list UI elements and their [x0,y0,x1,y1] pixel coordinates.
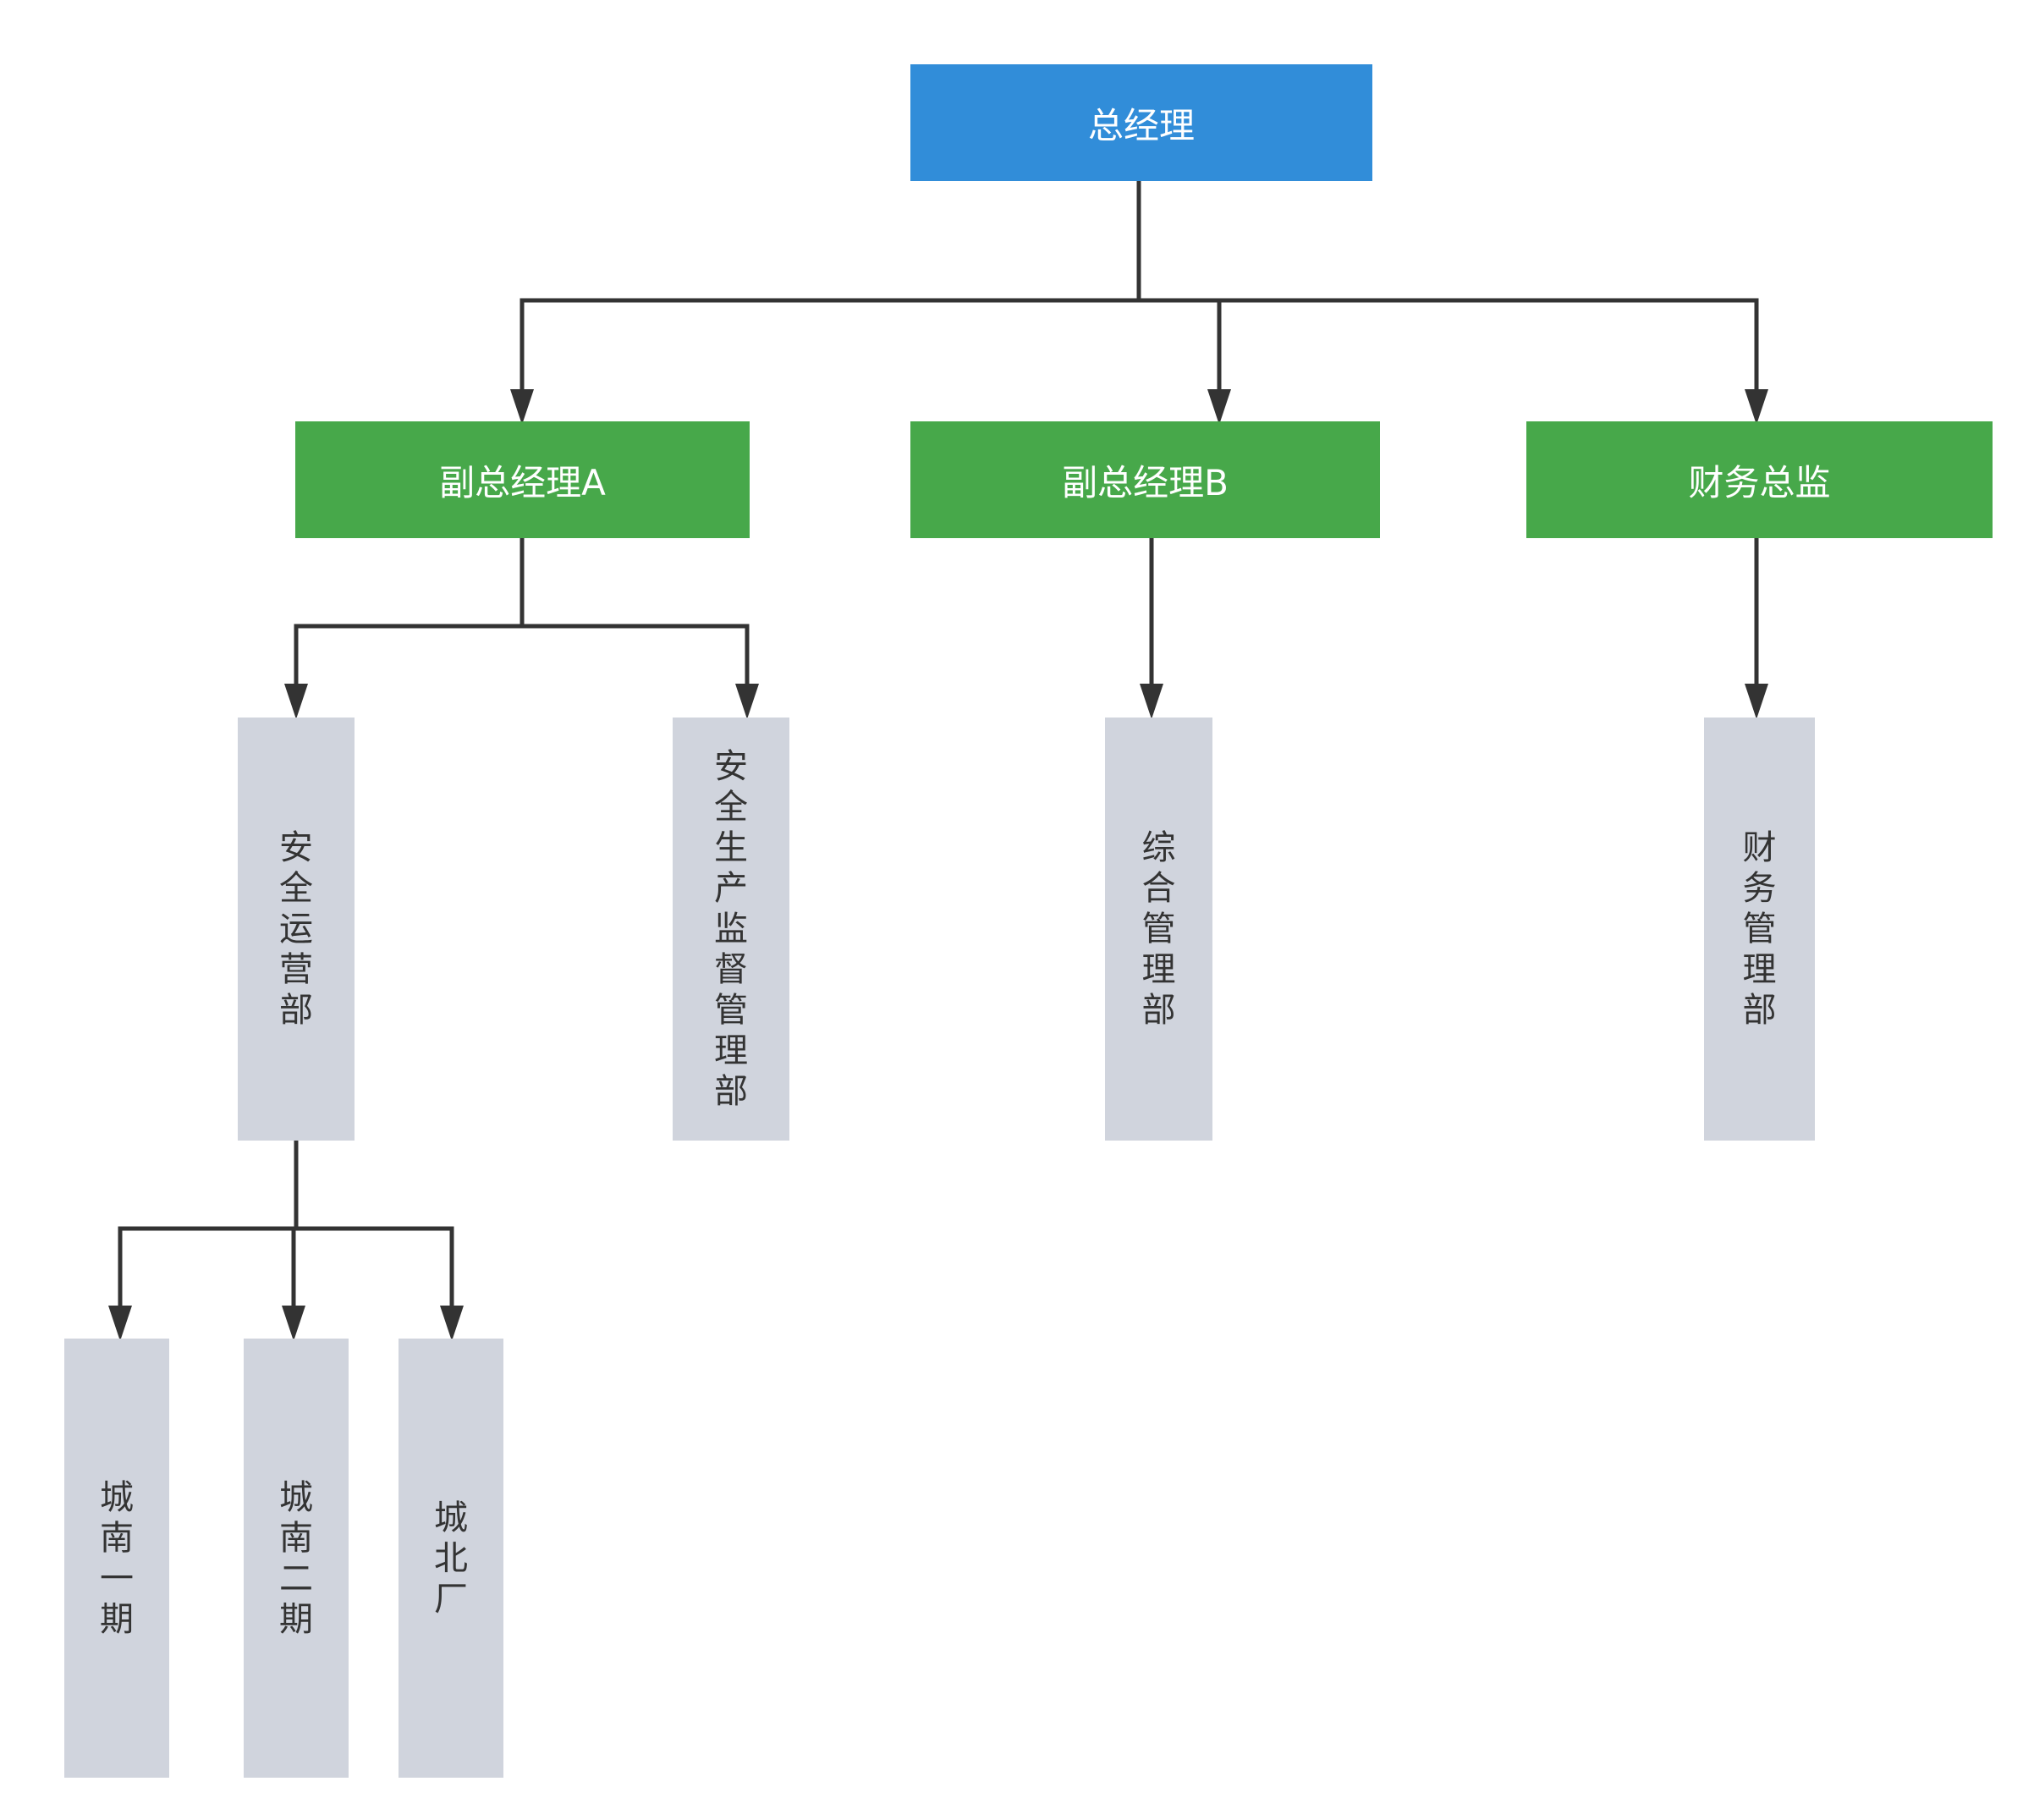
arrowhead-south-2 [282,1306,305,1341]
arrowhead-safety-ops [284,684,308,719]
node-label: 城北厂 [434,1498,468,1619]
connector-safety-ops-to-south-1 [118,1226,296,1324]
node-label: 城南一期 [100,1477,134,1639]
connector-safety-ops-to-north-plant [296,1226,454,1324]
node-label: 副总经理A [439,461,606,503]
node-deputy-gm-b: 副总经理B [910,421,1380,538]
connector-root-to-vp-a [519,298,1139,406]
node-label: 安全生产监督管理部 [714,747,748,1111]
arrowhead-vp-b [1207,389,1231,425]
node-safety-supervision-dept: 安全生产监督管理部 [673,718,789,1141]
connector-vp-a-to-safety-ops [294,624,522,702]
connector-root-to-vp-b [1139,298,1222,406]
node-label: 财务管理部 [1742,828,1777,1030]
connector-vp-a-to-safety-supervision [522,624,750,702]
node-general-management-dept: 综合管理部 [1105,718,1212,1141]
node-safety-operations-dept: 安全运营部 [238,718,355,1141]
connector-root-to-cfo [1219,298,1759,406]
arrowhead-finance-mgmt [1745,684,1768,719]
arrowhead-cfo [1745,389,1768,425]
arrowhead-general-mgmt [1140,684,1163,719]
arrowhead-south-1 [108,1306,132,1341]
node-label: 城南二期 [279,1477,313,1639]
node-label: 综合管理部 [1141,828,1176,1030]
arrowhead-vp-a [510,389,534,425]
node-chengbei-plant: 城北厂 [399,1339,503,1778]
arrowhead-safety-supervision [735,684,759,719]
node-label: 副总经理B [1062,461,1229,503]
node-finance-director: 财务总监 [1526,421,1993,538]
node-deputy-gm-a: 副总经理A [295,421,750,538]
node-finance-management-dept: 财务管理部 [1704,718,1815,1141]
node-label: 财务总监 [1688,461,1831,503]
node-chengnan-phase-1: 城南一期 [64,1339,169,1778]
node-general-manager: 总经理 [910,64,1372,181]
node-chengnan-phase-2: 城南二期 [244,1339,349,1778]
node-label: 总经理 [1087,104,1195,146]
arrowhead-north-plant [440,1306,464,1341]
node-label: 安全运营部 [279,828,313,1030]
